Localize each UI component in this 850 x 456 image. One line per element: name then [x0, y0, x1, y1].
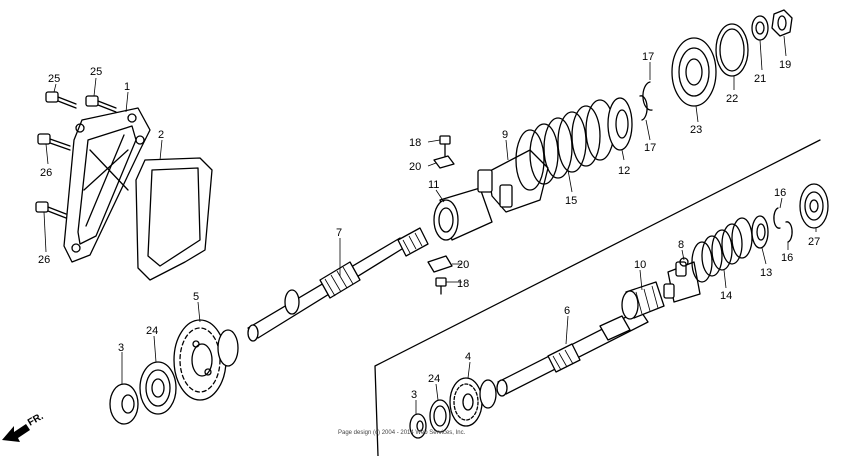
- callout-11: 11: [428, 179, 439, 191]
- part-20-clip-b: [427, 255, 453, 273]
- part-25-bolt-a: [45, 91, 77, 109]
- callout-17a: 17: [642, 51, 654, 63]
- part-9-shift-fork: [477, 149, 549, 213]
- part-6-counter-shaft: [496, 309, 649, 397]
- callout-20b: 20: [457, 259, 469, 271]
- callout-8: 8: [678, 239, 684, 251]
- callout-26a: 26: [40, 167, 52, 179]
- part-17-circlip-a: [642, 81, 653, 111]
- callout-6: 6: [564, 305, 570, 317]
- callout-15: 15: [565, 195, 577, 207]
- part-17-circlip-b: [639, 95, 648, 121]
- callout-7: 7: [336, 227, 342, 239]
- arrow-icon: [2, 424, 30, 442]
- part-24-bearing-b: [429, 399, 451, 433]
- callout-18b: 18: [457, 278, 469, 290]
- part-19-nut: [771, 9, 793, 37]
- callout-3b: 3: [411, 389, 417, 401]
- callout-labels: 25 25 1 2 26 26 18 20 11 9 15 12 17 17 2…: [38, 51, 820, 401]
- callout-5: 5: [193, 291, 199, 303]
- part-24-bearing-a: [139, 361, 177, 415]
- part-3-cap-b: [409, 413, 427, 439]
- part-21-washer: [751, 15, 769, 41]
- callout-9: 9: [502, 129, 508, 141]
- part-23-bearing: [671, 37, 717, 107]
- part-7-main-shaft: [247, 227, 429, 342]
- part-10-needle-bearing: [621, 281, 665, 320]
- callout-16a: 16: [774, 187, 786, 199]
- part-3-cap-a: [109, 383, 139, 425]
- callout-3a: 3: [118, 342, 124, 354]
- callout-24b: 24: [428, 373, 440, 385]
- callout-25a: 25: [48, 73, 60, 85]
- front-label: FR.: [26, 411, 46, 429]
- front-direction-marker: FR.: [2, 411, 46, 442]
- part-16-circlip-b: [785, 221, 793, 243]
- callout-10: 10: [634, 259, 646, 271]
- callout-4: 4: [465, 351, 471, 363]
- callout-26b: 26: [38, 254, 50, 266]
- callout-20a: 20: [409, 161, 421, 173]
- section-divider: [374, 139, 821, 456]
- callout-13: 13: [760, 267, 772, 279]
- callout-16b: 16: [781, 252, 793, 264]
- callout-24a: 24: [146, 325, 158, 337]
- part-26-bolt-a: [37, 133, 71, 151]
- callout-1: 1: [124, 81, 130, 93]
- callout-25b: 25: [90, 66, 102, 78]
- part-1-cover-plate: [63, 107, 151, 263]
- part-27-bearing: [799, 183, 829, 229]
- callout-23: 23: [690, 124, 702, 136]
- part-18-screw-b: [435, 277, 447, 295]
- page-footer: Page design (c) 2004 - 2014 Web Services…: [338, 430, 466, 436]
- part-26-bolt-b: [35, 201, 67, 219]
- part-22-snap-ring: [715, 23, 749, 77]
- part-16-circlip-a: [773, 207, 781, 229]
- callout-19: 19: [779, 59, 791, 71]
- callout-27: 27: [808, 236, 820, 248]
- part-15-spring: [515, 99, 615, 191]
- callout-12: 12: [618, 165, 630, 177]
- callout-21: 21: [754, 73, 766, 85]
- part-14-spring: [691, 217, 753, 283]
- part-11-sleeve: [433, 187, 493, 241]
- callout-22: 22: [726, 93, 738, 105]
- part-18-screw-a: [439, 135, 451, 157]
- leader-lines: [43, 35, 817, 414]
- part-2-gasket: [135, 157, 213, 281]
- part-8-fork: [663, 257, 701, 303]
- callout-18a: 18: [409, 137, 421, 149]
- callout-14: 14: [720, 290, 732, 302]
- part-12-washer: [607, 97, 633, 151]
- part-5-gear: [173, 319, 239, 401]
- part-4-gear: [449, 377, 497, 427]
- callout-17b: 17: [644, 142, 656, 154]
- part-25-bolt-b: [85, 95, 117, 113]
- part-13-washer: [751, 215, 769, 249]
- callout-2: 2: [158, 129, 164, 141]
- part-20-clip-a: [433, 155, 455, 169]
